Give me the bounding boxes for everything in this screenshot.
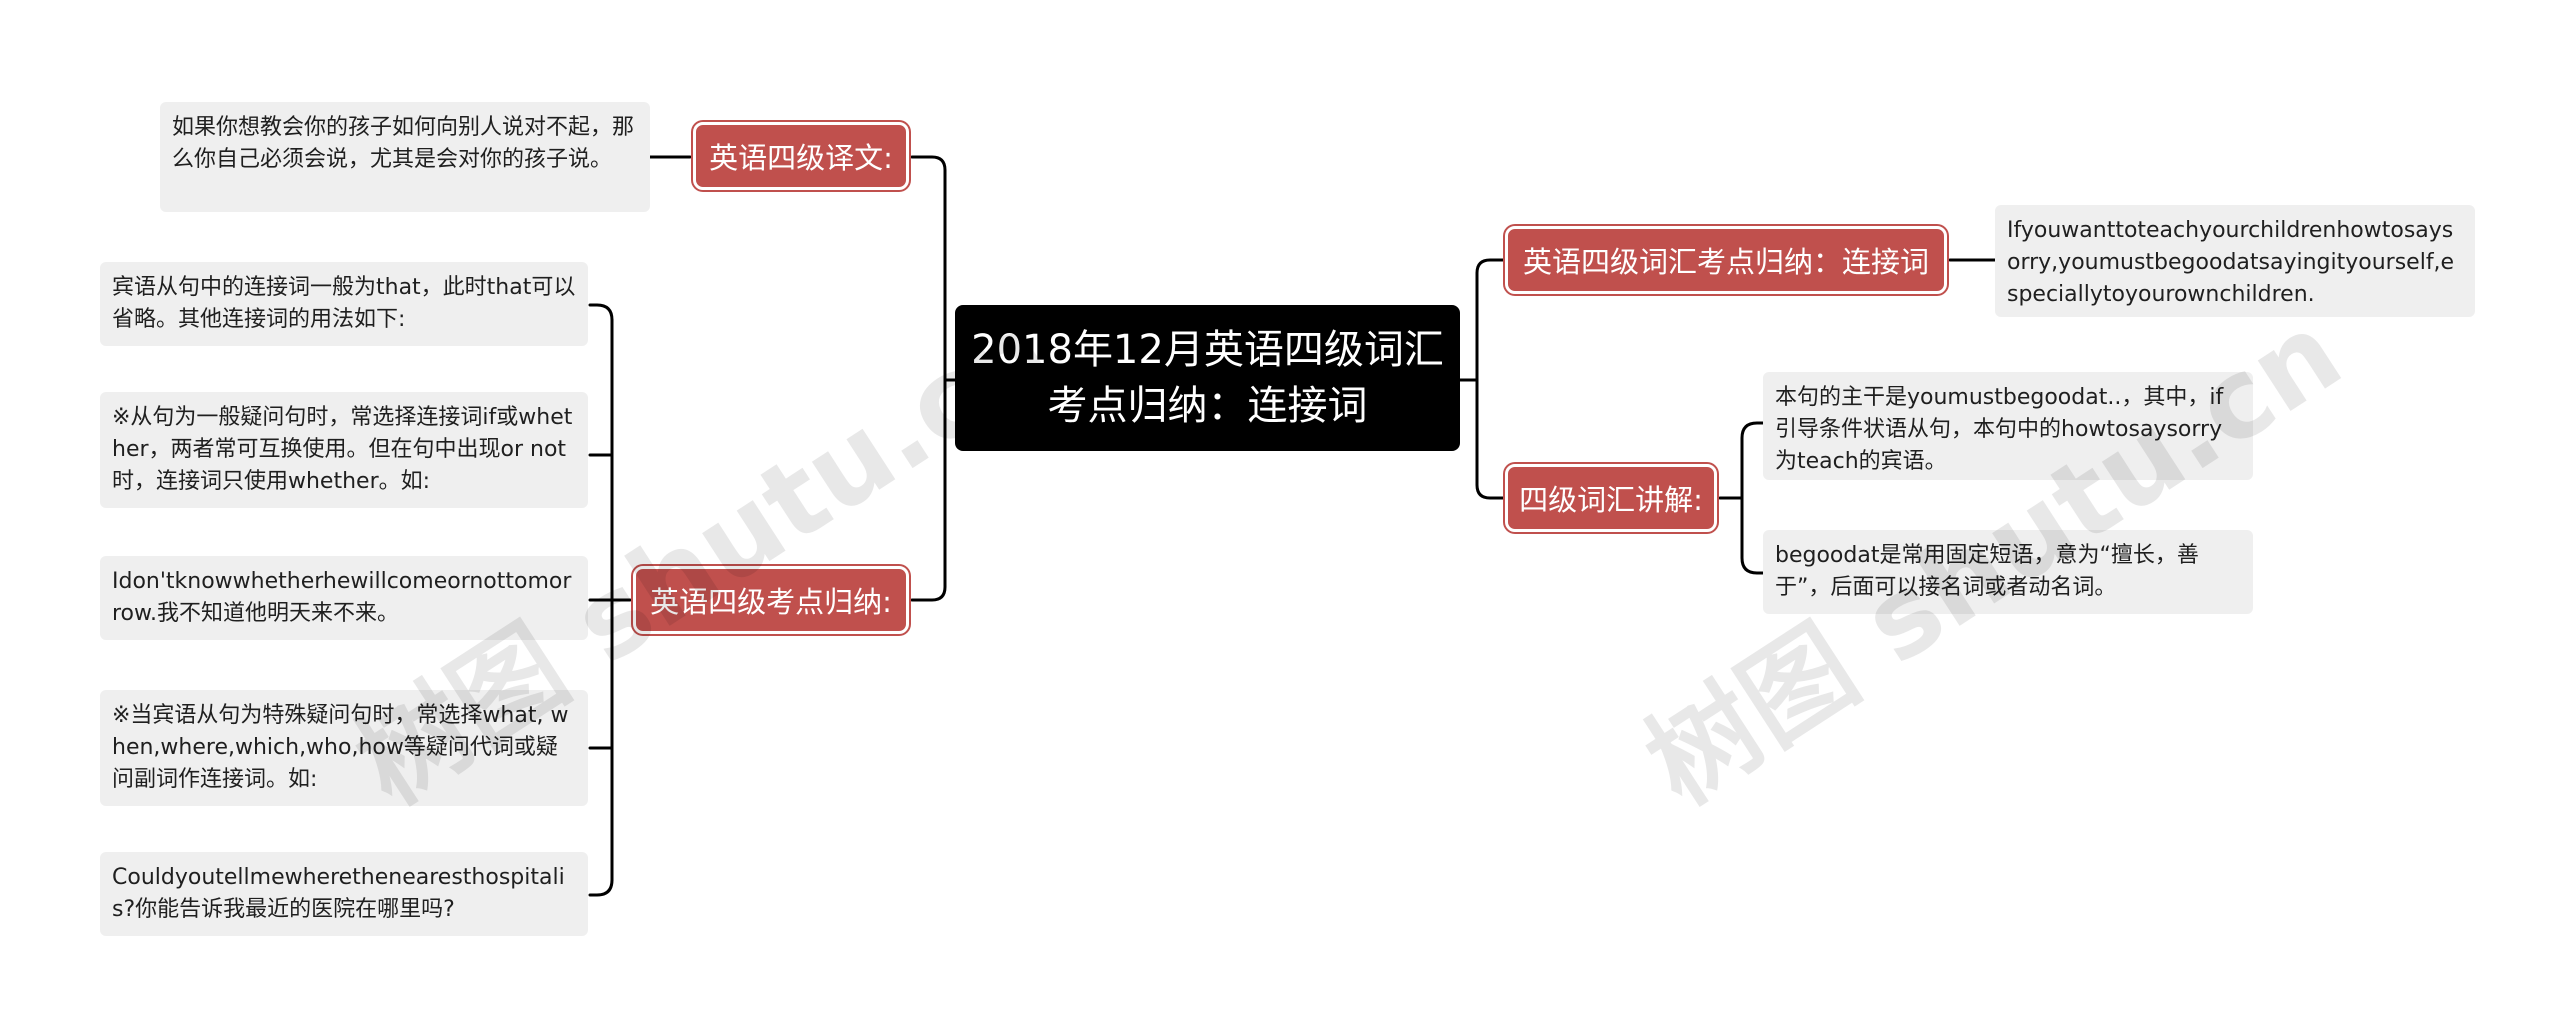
leaf-translation-1[interactable]: 如果你想教会你的孩子如何向别人说对不起，那么你自己必须会说，尤其是会对你的孩子说… [160,102,650,212]
leaf-summary-4-text: ※当宾语从句为特殊疑问句时，常选择what, when,where,which,… [112,703,569,792]
connector-root-vocab [1475,258,1507,382]
leaf-vocab-1[interactable]: Ifyouwanttoteachyourchildrenhowtosaysorr… [1995,205,2475,317]
connector-summary-leaf-1 [588,303,614,322]
leaf-explain-2-text: begoodat是常用固定短语，意为“擅长，善于”，后面可以接名词或者动名词。 [1775,543,2199,600]
branch-vocab[interactable]: 英语四级词汇考点归纳：连接词 [1505,226,1947,294]
leaf-summary-1[interactable]: 宾语从句中的连接词一般为that，此时that可以省略。其他连接词的用法如下: [100,262,588,346]
connector-explain-leaf-2 [1740,496,1765,575]
leaf-summary-4[interactable]: ※当宾语从句为特殊疑问句时，常选择what, when,where,which,… [100,690,588,806]
connector-root-summary [910,378,947,602]
branch-summary-label: 英语四级考点归纳: [650,585,892,619]
branch-summary[interactable]: 英语四级考点归纳: [633,566,909,634]
central-topic[interactable]: 2018年12月英语四级词汇考点归纳：连接词 [955,305,1460,451]
branch-translation[interactable]: 英语四级译文: [693,122,909,190]
leaf-summary-3[interactable]: Idon'tknowwhetherhewillcomeornottomorrow… [100,556,588,640]
connector-explain-leaf-1 [1740,421,1765,500]
leaf-translation-1-text: 如果你想教会你的孩子如何向别人说对不起，那么你自己必须会说，尤其是会对你的孩子说… [172,115,635,172]
branch-explain[interactable]: 四级词汇讲解: [1505,464,1717,532]
leaf-summary-3-text: Idon'tknowwhetherhewillcomeornottomorrow… [112,569,572,626]
leaf-summary-1-text: 宾语从句中的连接词一般为that，此时that可以省略。其他连接词的用法如下: [112,275,576,332]
leaf-summary-5-text: Couldyoutellmewherethenearesthospitalis?… [112,865,565,922]
branch-explain-label: 四级词汇讲解: [1519,483,1703,517]
branch-vocab-label: 英语四级词汇考点归纳：连接词 [1522,245,1929,279]
leaf-explain-1-text: 本句的主干是youmustbegoodat..，其中，if引导条件状语从句，本句… [1775,385,2224,474]
leaf-summary-2[interactable]: ※从句为一般疑问句时，常选择连接词if或whether，两者常可互换使用。但在句… [100,392,588,508]
leaf-summary-2-text: ※从句为一般疑问句时，常选择连接词if或whether，两者常可互换使用。但在句… [112,405,573,494]
leaf-summary-5[interactable]: Couldyoutellmewherethenearesthospitalis?… [100,852,588,936]
connector-summary-leaf-5 [588,878,614,897]
central-topic-title: 2018年12月英语四级词汇考点归纳：连接词 [971,327,1444,429]
connector-root-explain [1475,378,1507,500]
leaf-explain-1[interactable]: 本句的主干是youmustbegoodat..，其中，if引导条件状语从句，本句… [1763,372,2253,480]
leaf-vocab-1-text: Ifyouwanttoteachyourchildrenhowtosaysorr… [2007,218,2455,307]
leaf-explain-2[interactable]: begoodat是常用固定短语，意为“擅长，善于”，后面可以接名词或者动名词。 [1763,530,2253,614]
connector-root-translation [910,155,947,382]
branch-translation-label: 英语四级译文: [709,141,893,175]
